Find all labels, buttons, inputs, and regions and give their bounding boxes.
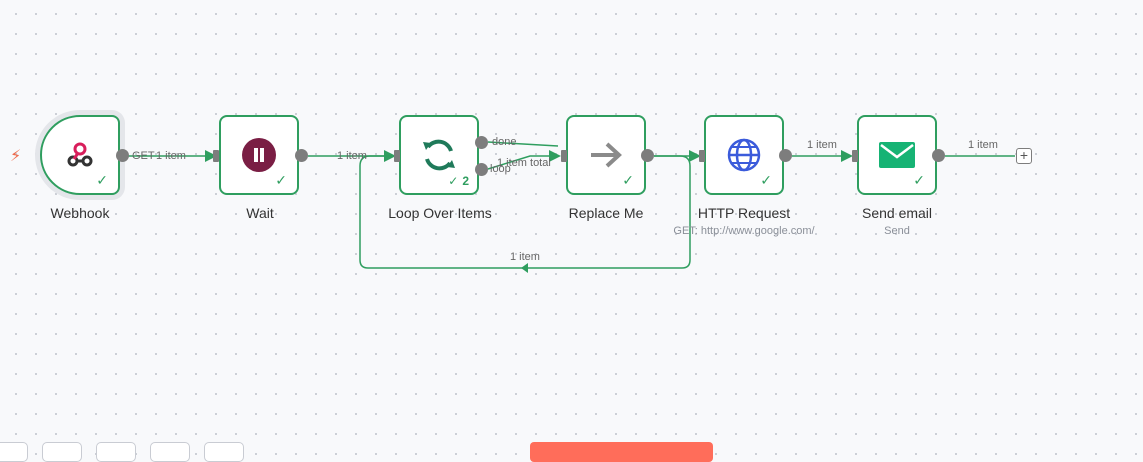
edge-count-label: 1 item: [156, 150, 186, 162]
output-handle[interactable]: [641, 149, 654, 162]
node-webhook[interactable]: ✓: [40, 115, 120, 195]
edge-count-label: 1 item: [337, 150, 367, 162]
node-label-webhook: Webhook: [50, 205, 110, 221]
input-handle[interactable]: [213, 150, 219, 162]
output-handle[interactable]: [116, 149, 129, 162]
node-label-http: HTTP Request: [697, 205, 791, 221]
success-check-icon: ✓: [275, 172, 287, 188]
output-handle[interactable]: [932, 149, 945, 162]
output-handle-done[interactable]: [475, 136, 488, 149]
zoom-out-button[interactable]: [96, 442, 136, 462]
output-handle[interactable]: [295, 149, 308, 162]
input-handle[interactable]: [852, 150, 858, 162]
output-handle[interactable]: [779, 149, 792, 162]
success-check-icon: ✓: [96, 172, 108, 188]
node-subtitle-email: Send: [884, 225, 910, 237]
edge-total-label: 1 item total: [497, 157, 551, 169]
input-handle[interactable]: [699, 150, 705, 162]
node-label-email: Send email: [861, 205, 933, 221]
tidy-up-button[interactable]: [204, 442, 244, 462]
webhook-icon: [65, 140, 95, 170]
refresh-icon: [420, 136, 458, 174]
arrow-right-icon: [589, 140, 623, 170]
edge-loop-done: [487, 141, 559, 147]
edge-loop-back-arrow: [521, 263, 528, 273]
node-subtitle-http: GET: http://www.google.com/: [673, 225, 815, 237]
edge-count-label: 1 item: [968, 139, 998, 151]
input-handle[interactable]: [561, 150, 567, 162]
input-handle[interactable]: [394, 150, 400, 162]
node-replace-me[interactable]: ✓: [566, 115, 646, 195]
zoom-in-button[interactable]: [42, 442, 82, 462]
output-handle-loop[interactable]: [475, 163, 488, 176]
edge-count-label: 1 item: [807, 139, 837, 151]
execute-workflow-button[interactable]: [530, 442, 713, 462]
node-send-email[interactable]: ✓: [857, 115, 937, 195]
zoom-to-fit-button[interactable]: [0, 442, 28, 462]
run-count-badge: ✓2: [448, 174, 469, 188]
edge-loop-label: loop: [490, 163, 511, 175]
edge-done-label: done: [492, 136, 517, 148]
success-check-icon: ✓: [622, 172, 634, 188]
edge-count-label: 1 item: [510, 251, 540, 263]
success-check-icon: ✓: [760, 172, 772, 188]
pause-icon: [242, 138, 276, 172]
add-node-button[interactable]: +: [1016, 148, 1032, 164]
success-check-icon: ✓: [913, 172, 925, 188]
success-check-icon: ✓: [448, 174, 459, 188]
globe-icon: [726, 137, 762, 173]
mail-icon: [879, 142, 915, 168]
node-label-wait: Wait: [246, 205, 274, 221]
node-http-request[interactable]: ✓: [704, 115, 784, 195]
trigger-bolt-icon: ⚡: [10, 148, 22, 165]
node-label-loop: Loop Over Items: [388, 205, 492, 221]
reset-zoom-button[interactable]: [150, 442, 190, 462]
node-loop-over-items[interactable]: ✓2: [399, 115, 479, 195]
edge-loop-replace: [487, 150, 561, 170]
run-count: 2: [462, 174, 469, 188]
edge-method-label: GET: [132, 150, 155, 162]
node-wait[interactable]: ✓: [219, 115, 299, 195]
node-label-replace: Replace Me: [568, 205, 644, 221]
